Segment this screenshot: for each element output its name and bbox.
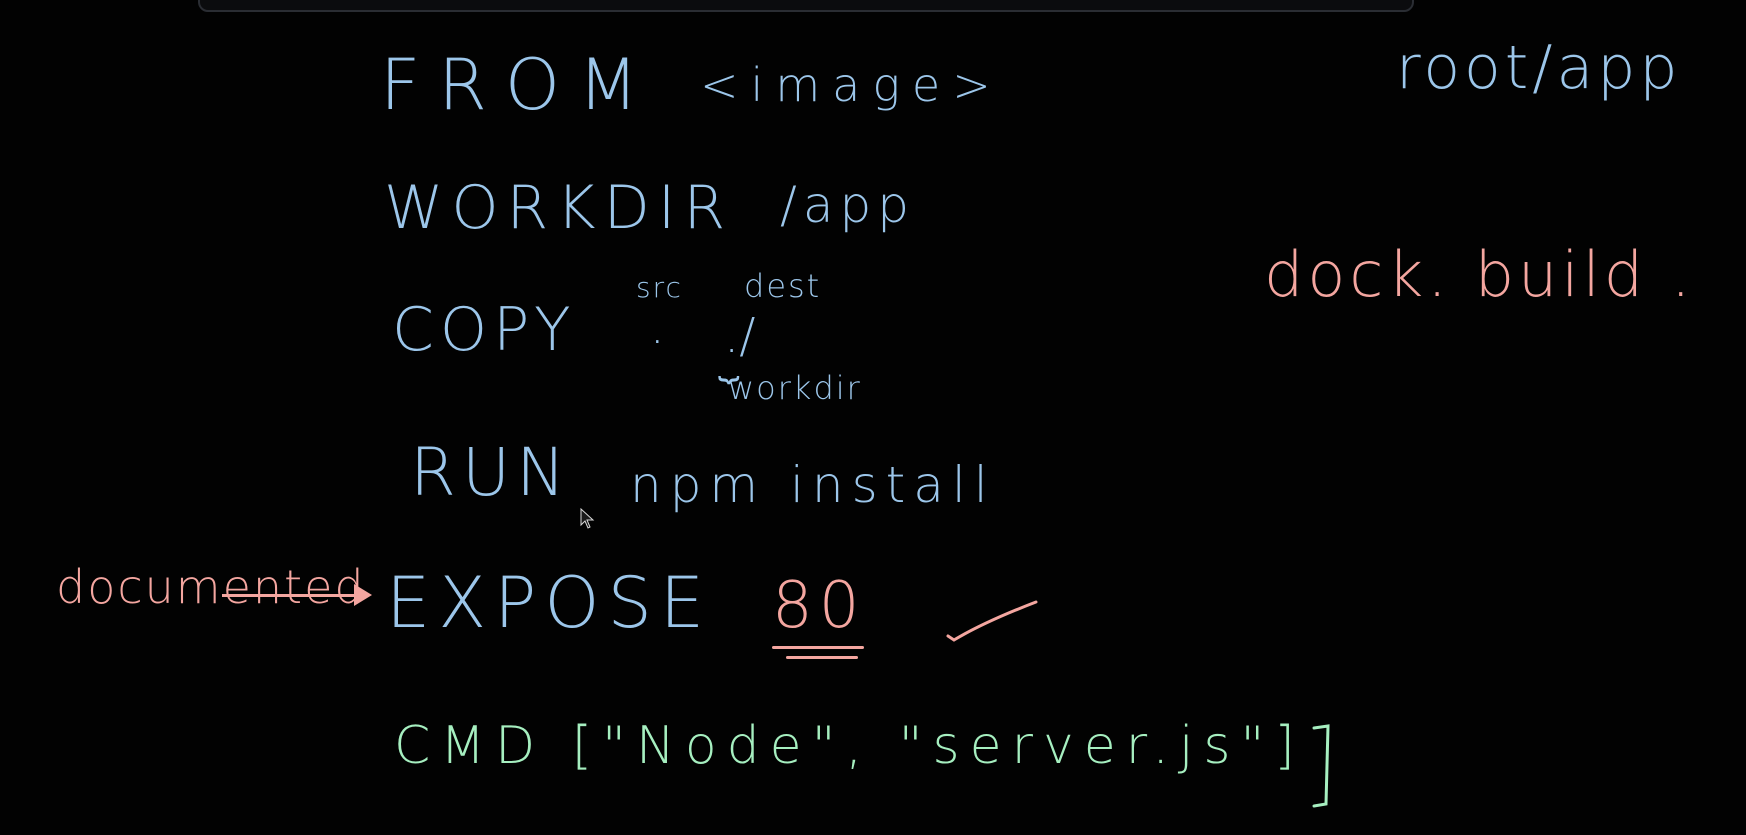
from-keyword: FROM — [380, 44, 657, 126]
run-command: npm install — [630, 456, 996, 514]
arrow-head — [354, 584, 372, 606]
toolbar-frame — [198, 0, 1414, 12]
from-image-arg: <image> — [700, 58, 1003, 112]
copy-dest-arg: ./ — [724, 308, 756, 364]
cmd-instruction: CMD ["Node", "server.js"] — [394, 716, 1305, 776]
underbrace-icon: ⏟ — [718, 341, 740, 382]
port-underline-2 — [786, 656, 858, 659]
copy-src-arg: · — [650, 314, 665, 368]
workdir-note: workdir — [728, 369, 862, 407]
checkmark-icon — [946, 600, 1038, 642]
copy-dest-label: dest — [744, 267, 822, 305]
copy-src-label: src — [636, 271, 683, 304]
port-underline-1 — [772, 646, 864, 649]
expose-keyword: EXPOSE — [386, 562, 713, 644]
bracket-stroke — [1312, 724, 1330, 808]
copy-keyword: COPY — [392, 295, 577, 365]
workdir-path: /app — [780, 176, 915, 234]
run-keyword: RUN — [410, 434, 572, 511]
documented-note: documented — [56, 560, 366, 614]
workdir-keyword: WORKDIR — [384, 173, 734, 243]
docker-build-note: dock. build . — [1264, 238, 1695, 311]
mouse-cursor-icon — [580, 508, 595, 529]
right-arrow-icon — [222, 594, 362, 597]
root-app-note: root/app — [1396, 33, 1682, 103]
expose-port: 80 — [772, 569, 866, 643]
